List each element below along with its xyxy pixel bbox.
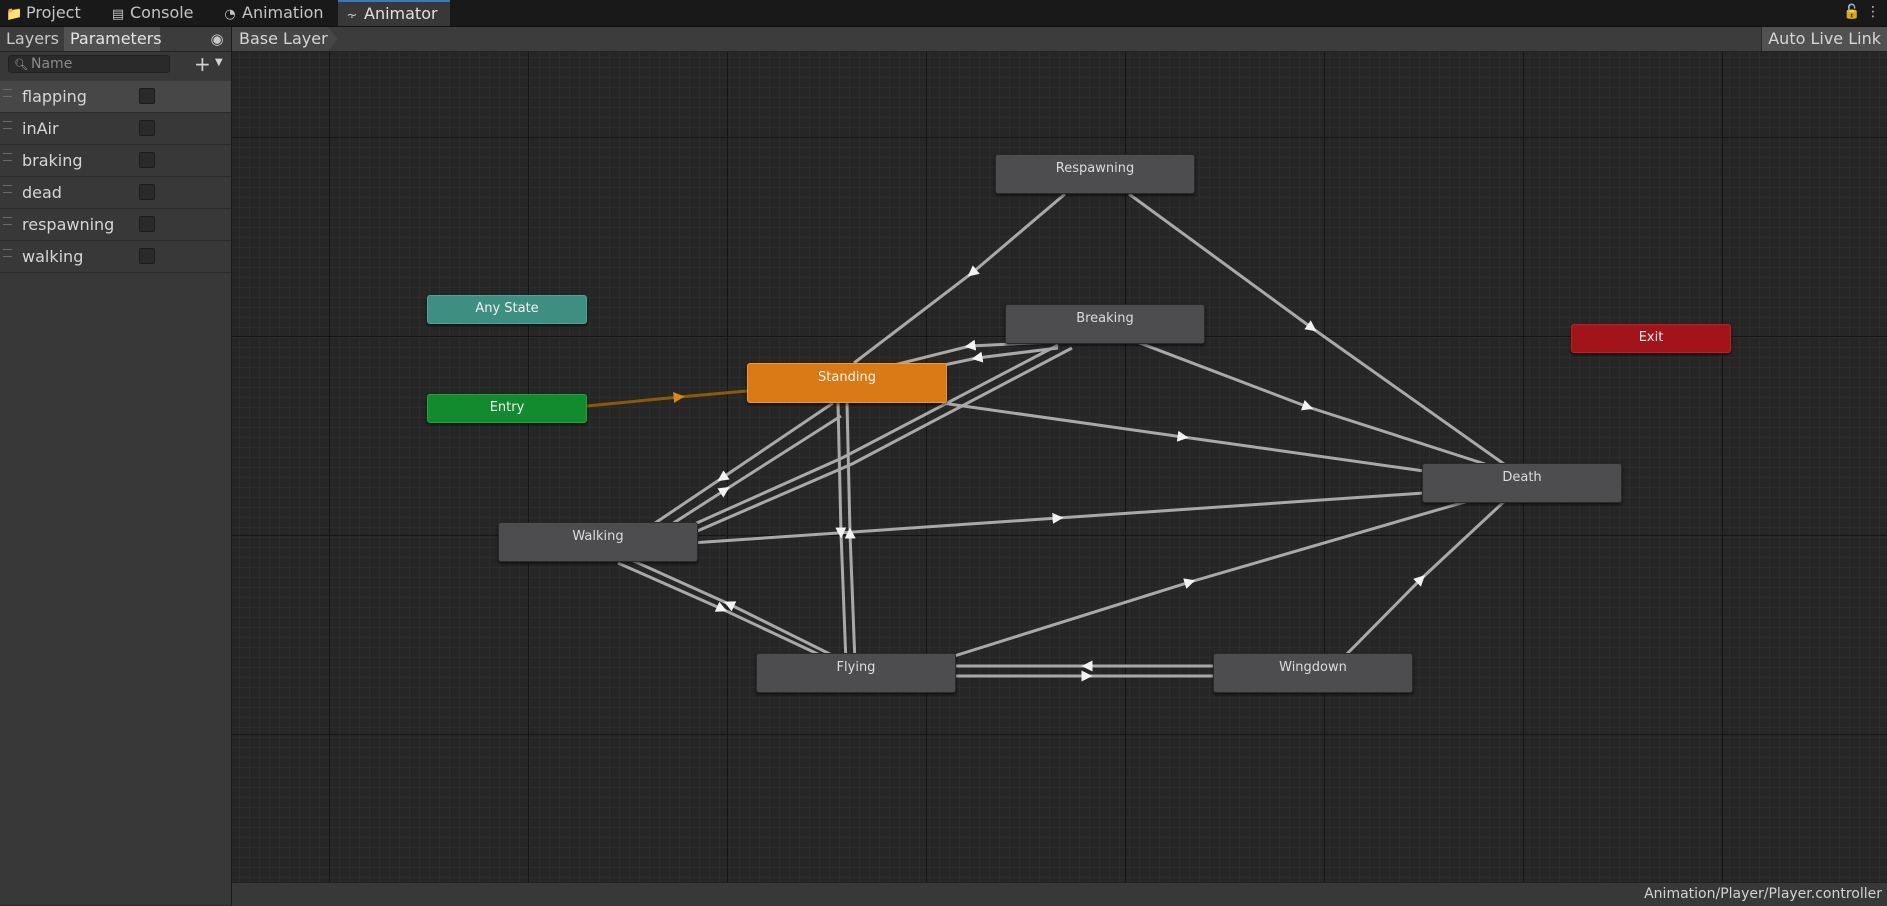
list-item[interactable]: flapping (0, 81, 231, 113)
tab-label: Animator (364, 4, 438, 23)
transition-flying-standing-2[interactable] (844, 402, 857, 664)
transition-respawning-death[interactable] (1128, 192, 1505, 466)
state-any-state[interactable]: Any State (427, 295, 587, 324)
parameter-name: walking (22, 247, 84, 266)
tab-label: Console (130, 3, 194, 22)
parameter-checkbox[interactable] (139, 88, 155, 104)
state-machine-canvas[interactable]: Any State Entry Exit Standing Respawning… (232, 52, 1887, 882)
breadcrumb[interactable]: Base Layer (232, 27, 338, 51)
list-item[interactable]: walking (0, 241, 231, 273)
tab-project[interactable]: 📁Project (0, 0, 100, 26)
transition-respawning-standing[interactable] (853, 192, 1066, 365)
tab-label: Project (26, 3, 81, 22)
parameter-checkbox[interactable] (139, 248, 155, 264)
lock-icon[interactable]: 🔓 (1843, 4, 1861, 20)
tab-label: Animation (242, 3, 324, 22)
parameter-name: respawning (22, 215, 115, 234)
animation-clock-icon: ◔ (224, 7, 236, 22)
transition-wingdown-death[interactable] (1336, 495, 1511, 665)
status-bar: Animation/Player/Player.controller (232, 882, 1887, 906)
parameters-panel: Layers Parameters ◉ 🔍︎ + ▼ flapping inAi… (0, 27, 232, 905)
chevron-down-icon[interactable]: ▼ (215, 57, 223, 68)
console-icon: ▤ (111, 7, 125, 22)
transition-breaking-death[interactable] (1136, 340, 1486, 466)
transition-flying-death[interactable] (931, 495, 1483, 665)
search-icon: 🔍︎ (14, 58, 28, 71)
state-entry[interactable]: Entry (427, 394, 587, 423)
state-label: Wingdown (1279, 660, 1347, 675)
state-label: Walking (572, 529, 624, 544)
drag-handle-icon[interactable] (3, 153, 12, 161)
transition-standing-death[interactable] (941, 401, 1425, 473)
tab-console[interactable]: ▤ Console (104, 0, 214, 26)
tab-layers[interactable]: Layers (6, 29, 59, 48)
controller-path: Animation/Player/Player.controller (1644, 886, 1882, 902)
transition-breaking-walking-2[interactable] (641, 346, 1073, 557)
drag-handle-icon[interactable] (3, 249, 12, 257)
state-label: Death (1502, 470, 1542, 485)
parameter-checkbox[interactable] (139, 184, 155, 200)
parameter-checkbox[interactable] (139, 120, 155, 136)
panel-tabs: Layers Parameters ◉ (0, 27, 231, 52)
tab-animation[interactable]: ◔ Animation (216, 0, 336, 26)
state-standing[interactable]: Standing (747, 363, 947, 403)
state-label: Breaking (1076, 311, 1134, 326)
folder-icon: 📁 (6, 7, 23, 22)
animator-graph-icon: ⸟ (346, 8, 358, 23)
state-breaking[interactable]: Breaking (1005, 304, 1205, 344)
add-parameter-button[interactable]: + (194, 52, 211, 76)
window-tab-bar: 📁Project ▤ Console ◔ Animation ⸟ Animator 🔓… (0, 0, 1887, 27)
tab-parameters[interactable]: Parameters (64, 27, 162, 51)
state-label: Standing (818, 370, 876, 385)
parameter-list: flapping inAir braking dead respawning w… (0, 81, 231, 273)
parameter-name: dead (22, 183, 62, 202)
state-label: Any State (475, 301, 539, 316)
eye-icon[interactable]: ◉ (210, 30, 224, 48)
state-exit[interactable]: Exit (1571, 324, 1731, 353)
state-wingdown[interactable]: Wingdown (1213, 653, 1413, 693)
transition-walking-flying-1[interactable] (617, 561, 838, 665)
list-item[interactable]: respawning (0, 209, 231, 241)
auto-live-link-button[interactable]: Auto Live Link (1761, 27, 1887, 51)
state-walking[interactable]: Walking (498, 522, 698, 562)
search-input[interactable] (31, 56, 166, 72)
drag-handle-icon[interactable] (3, 89, 12, 97)
state-label: Entry (489, 400, 525, 415)
transition-entry-standing[interactable] (586, 389, 748, 408)
transition-layer (586, 192, 1511, 682)
drag-handle-icon[interactable] (3, 217, 12, 225)
transition-standing-flying-1[interactable] (835, 402, 848, 664)
drag-handle-icon[interactable] (3, 121, 12, 129)
parameter-name: inAir (22, 119, 59, 138)
transition-walking-death[interactable] (690, 491, 1425, 545)
parameter-checkbox[interactable] (139, 216, 155, 232)
parameter-name: flapping (22, 87, 87, 106)
state-label: Exit (1638, 330, 1664, 345)
parameter-name: braking (22, 151, 83, 170)
parameter-search[interactable]: 🔍︎ (8, 55, 170, 73)
transition-flying-walking-2[interactable] (626, 556, 849, 665)
state-death[interactable]: Death (1422, 463, 1622, 503)
state-respawning[interactable]: Respawning (995, 154, 1195, 194)
list-item[interactable]: dead (0, 177, 231, 209)
list-item[interactable]: braking (0, 145, 231, 177)
state-label: Respawning (1055, 161, 1135, 176)
list-item[interactable]: inAir (0, 113, 231, 145)
tab-animator[interactable]: ⸟ Animator (338, 0, 450, 26)
more-options-icon[interactable]: ⋮ (1866, 4, 1880, 20)
drag-handle-icon[interactable] (3, 185, 12, 193)
transition-breaking-walking-1[interactable] (631, 343, 1059, 554)
parameter-checkbox[interactable] (139, 152, 155, 168)
state-label: Flying (836, 660, 876, 675)
graph-toolbar: Base Layer Auto Live Link (232, 27, 1887, 52)
state-flying[interactable]: Flying (756, 653, 956, 693)
